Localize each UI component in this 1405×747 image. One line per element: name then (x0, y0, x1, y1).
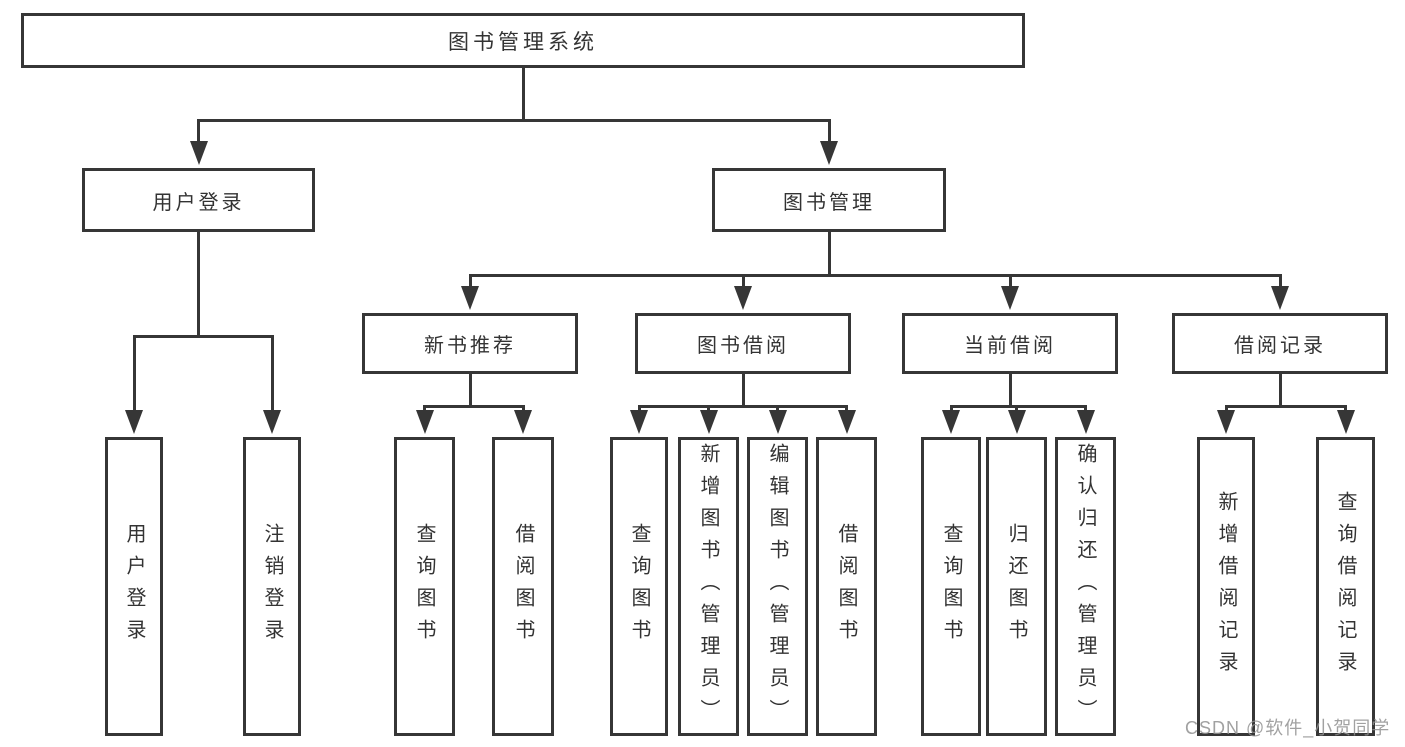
node-cb-query: 查询图书 (921, 437, 981, 736)
connector-line (132, 335, 274, 338)
node-label: 归还图书 (1005, 522, 1027, 651)
connector-line (637, 405, 641, 412)
connector-line (827, 232, 831, 277)
connector-line (1224, 405, 1347, 408)
node-login: 用户登录 (82, 168, 315, 232)
node-cb-confirm: 确认归还（管理员） (1055, 437, 1116, 736)
node-user-login: 用户登录 (105, 437, 163, 736)
arrowhead-down-icon (1271, 286, 1289, 310)
connector-line (776, 405, 779, 412)
connector-line (1084, 405, 1087, 412)
node-label: 查询图书 (413, 522, 435, 651)
node-bb-query: 查询图书 (610, 437, 668, 736)
connector-line (132, 335, 136, 412)
connector-line (637, 405, 848, 408)
connector-line (741, 274, 745, 288)
node-borrow-records: 借阅记录 (1172, 313, 1388, 374)
connector-line (845, 405, 848, 412)
connector-line (1224, 405, 1228, 412)
node-label: 注销登录 (261, 522, 283, 651)
connector-line (1008, 374, 1012, 408)
node-logout: 注销登录 (243, 437, 301, 736)
arrowhead-down-icon (820, 141, 838, 165)
connector-line (1015, 405, 1018, 412)
arrowhead-down-icon (768, 410, 787, 434)
node-label: 用户登录 (152, 191, 245, 214)
arrowhead-down-icon (1336, 410, 1355, 434)
connector-line (423, 405, 525, 408)
connector-line (741, 374, 745, 408)
connector-line (197, 232, 200, 338)
node-label: 新增图书（管理员） (697, 442, 719, 731)
arrowhead-down-icon (630, 410, 648, 434)
watermark: CSDN @软件_小贺同学 (1185, 718, 1391, 738)
node-root: 图书管理系统 (21, 13, 1025, 68)
node-book-borrow: 图书借阅 (635, 313, 851, 374)
arrowhead-down-icon (699, 410, 718, 434)
node-label: 新增借阅记录 (1215, 490, 1237, 683)
node-mgmt: 图书管理 (712, 168, 946, 232)
connector-line (468, 274, 1282, 277)
connector-line (468, 374, 472, 408)
arrowhead-down-icon (461, 286, 479, 310)
node-current-borrow: 当前借阅 (902, 313, 1118, 374)
node-label: 借阅图书 (835, 522, 857, 651)
arrowhead-down-icon (263, 410, 281, 434)
arrowhead-down-icon (514, 410, 532, 434)
node-label: 用户登录 (123, 522, 145, 651)
arrowhead-down-icon (189, 141, 208, 165)
arrowhead-down-icon (1001, 286, 1019, 310)
connector-line (949, 405, 953, 412)
node-label: 图书管理 (783, 191, 875, 214)
connector-line (1344, 405, 1347, 412)
connector-line (1008, 274, 1012, 288)
node-label: 新书推荐 (424, 335, 516, 357)
node-label: 确认归还（管理员） (1074, 442, 1096, 731)
connector-line (197, 119, 200, 143)
connector-line (270, 335, 274, 412)
node-bb-borrow: 借阅图书 (816, 437, 877, 736)
connector-line (949, 405, 1087, 408)
node-label: 图书借阅 (697, 335, 789, 357)
arrowhead-down-icon (942, 410, 960, 434)
arrowhead-down-icon (1217, 410, 1235, 434)
node-nr-borrow: 借阅图书 (492, 437, 554, 736)
arrowhead-down-icon (837, 410, 856, 434)
node-label: 查询借阅记录 (1334, 490, 1356, 683)
connector-line (521, 68, 525, 122)
arrowhead-down-icon (1007, 410, 1026, 434)
connector-line (707, 405, 710, 412)
arrowhead-down-icon (734, 286, 752, 310)
arrowhead-down-icon (1076, 410, 1095, 434)
node-label: 查询图书 (628, 522, 650, 651)
node-label: 查询图书 (940, 522, 962, 651)
connector-line (197, 119, 831, 122)
connector-line (468, 274, 472, 288)
node-bb-add: 新增图书（管理员） (678, 437, 739, 736)
node-new-rec: 新书推荐 (362, 313, 578, 374)
connector-line (827, 119, 831, 143)
arrowhead-down-icon (415, 410, 434, 434)
node-label: 借阅图书 (512, 522, 534, 651)
node-label: 借阅记录 (1234, 335, 1326, 357)
node-label: 编辑图书（管理员） (766, 442, 788, 731)
node-br-add: 新增借阅记录 (1197, 437, 1255, 736)
node-label: 图书管理系统 (448, 30, 598, 54)
node-label: 当前借阅 (964, 335, 1056, 357)
node-cb-return: 归还图书 (986, 437, 1047, 736)
node-bb-edit: 编辑图书（管理员） (747, 437, 808, 736)
connector-line (1278, 374, 1282, 408)
arrowhead-down-icon (125, 410, 143, 434)
connector-line (521, 405, 525, 412)
connector-line (1278, 274, 1282, 288)
node-nr-query: 查询图书 (394, 437, 455, 736)
node-br-query: 查询借阅记录 (1316, 437, 1375, 736)
connector-line (423, 405, 426, 412)
